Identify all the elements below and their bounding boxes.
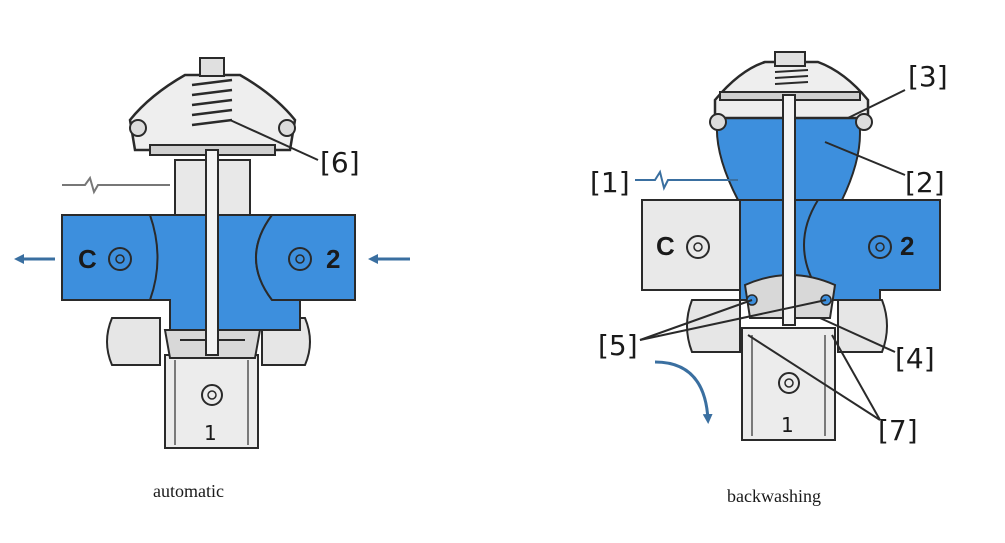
callout-4: [4]: [895, 342, 935, 375]
valve-automatic: C 2 1 [6] automatic: [14, 57, 410, 501]
outlet-port-label: C: [78, 244, 97, 274]
callout-5: [5]: [598, 329, 638, 362]
callout-6: [6]: [320, 146, 360, 179]
left-flange: [106, 317, 161, 366]
caption-backwashing: backwashing: [727, 486, 821, 506]
valve-stem: [782, 94, 796, 326]
left-flange: [686, 299, 741, 353]
callout-7: [7]: [878, 414, 918, 447]
callout-1: [1]: [590, 166, 630, 199]
right-flange: [837, 299, 888, 353]
valve-backwashing: C 2 1 [1] [3] [2] [5] [4] [7] backwashin…: [590, 51, 948, 506]
spring-compressed: [774, 69, 809, 85]
bottom-port-label: 1: [204, 421, 217, 445]
backwash-flow-arrow: [654, 360, 713, 424]
spring: [191, 78, 233, 127]
inlet-port-label: 2: [326, 244, 340, 274]
inlet-port-label: 2: [900, 231, 914, 261]
bottom-port-symbol: [201, 384, 223, 406]
valve-stem: [205, 149, 219, 356]
callout-3: [3]: [908, 60, 948, 93]
bottom-port-symbol: [778, 372, 800, 394]
caption-automatic: automatic: [153, 481, 224, 501]
bottom-port-label: 1: [781, 413, 794, 437]
bottom-tube: [741, 327, 836, 441]
callout-2: [2]: [905, 166, 945, 199]
bonnet: [713, 60, 870, 120]
outlet-port-label: C: [656, 231, 675, 261]
